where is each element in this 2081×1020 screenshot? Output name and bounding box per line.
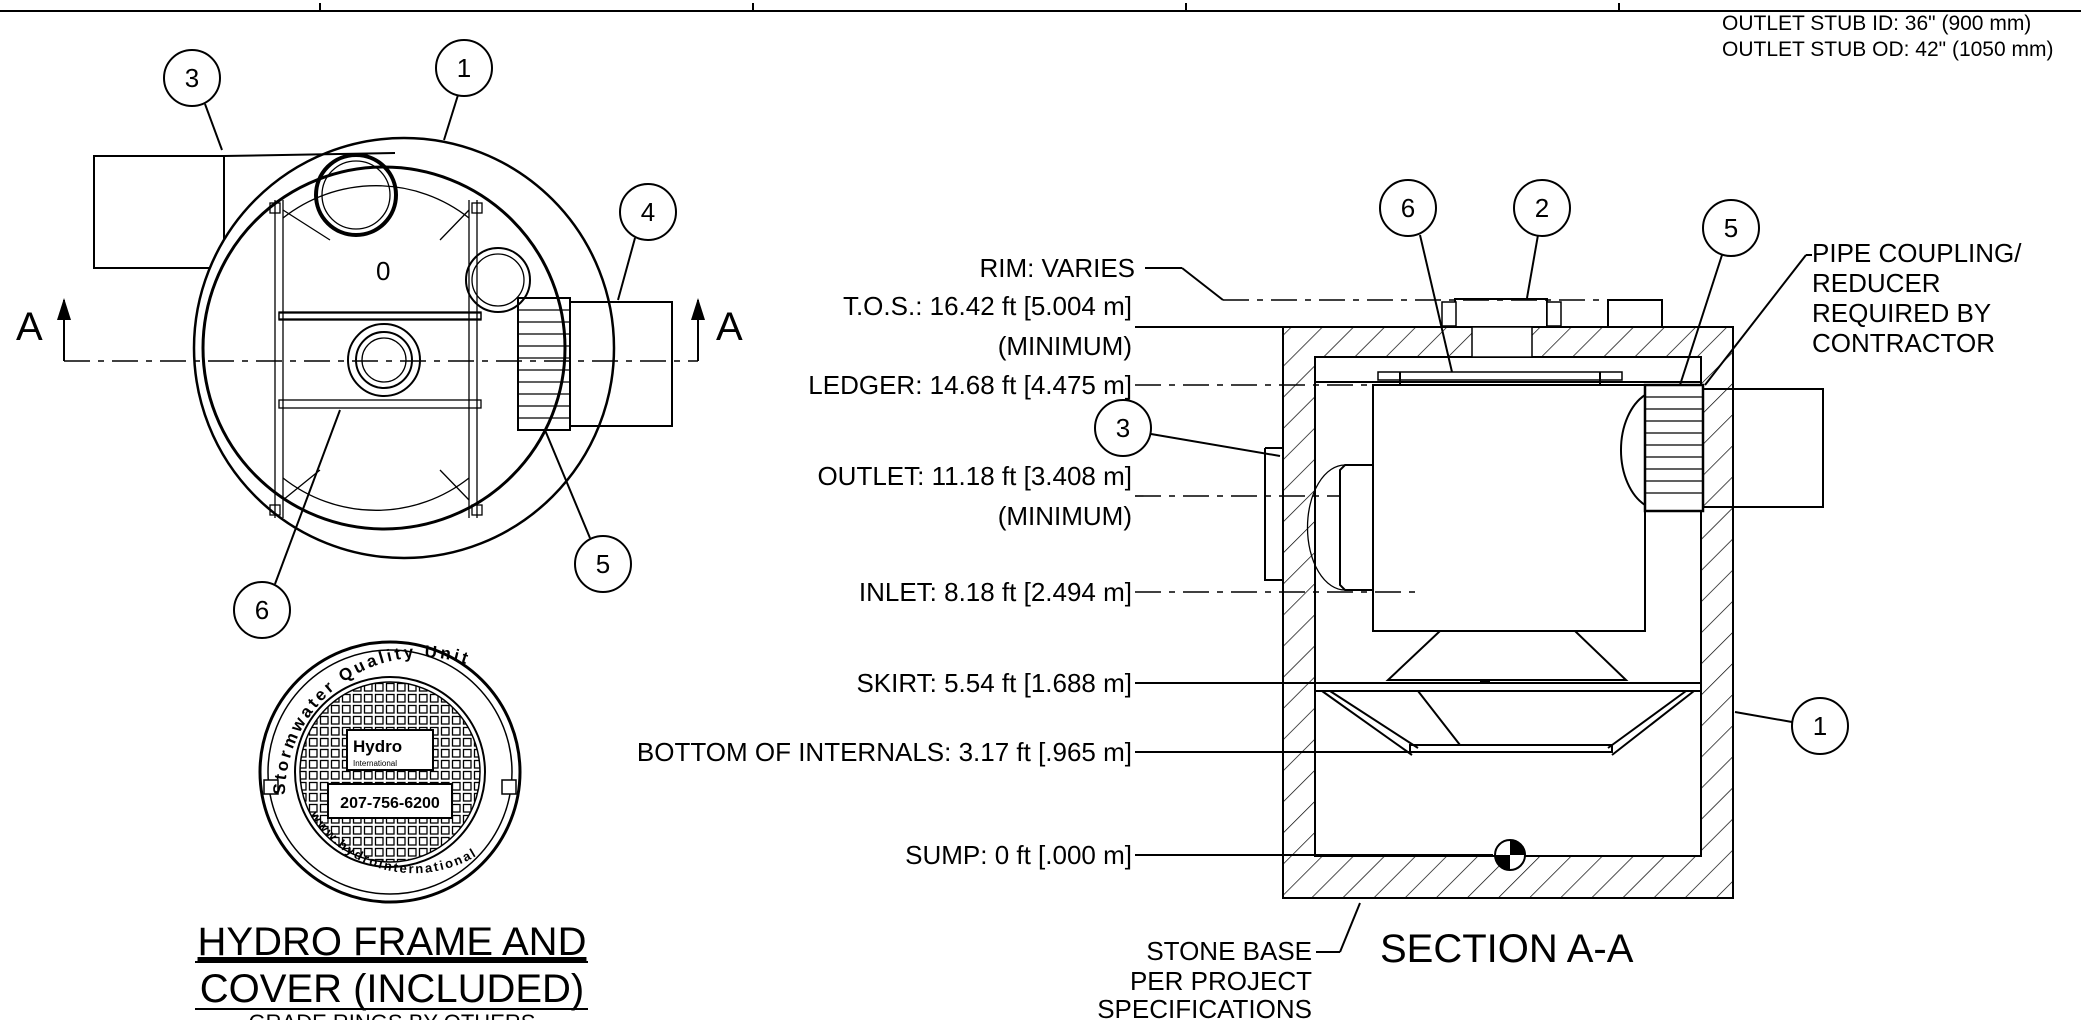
cover-brand-sub: International: [353, 759, 397, 768]
svg-text:3: 3: [1116, 413, 1130, 443]
section-outlet-stub: [1732, 388, 1824, 508]
stone-base-note: STONE BASE PER PROJECT SPECIFICATIONS: [1097, 902, 1361, 1020]
elev-outlet-min: (MINIMUM): [998, 501, 1132, 531]
section-balloon-1: 1: [1734, 697, 1849, 755]
svg-text:6: 6: [255, 595, 269, 625]
svg-text:REDUCER: REDUCER: [1812, 268, 1941, 298]
plan-balloon-4: 4: [617, 183, 677, 301]
plan-outlet-stub: [569, 301, 673, 427]
plan-outer-wall: [192, 136, 616, 560]
section-title: SECTION A-A: [1380, 927, 1634, 971]
plan-inlet-opening: [314, 153, 398, 237]
svg-text:1: 1: [457, 53, 471, 83]
section-view: [1135, 267, 1824, 899]
pipe-coupling-note: PIPE COUPLING/ REDUCER REQUIRED BY CONTR…: [1704, 238, 2022, 386]
section-internals-body: [1372, 384, 1646, 632]
elev-ledger: LEDGER: 14.68 ft [4.475 m]: [808, 370, 1132, 400]
svg-text:PIPE COUPLING/: PIPE COUPLING/: [1812, 238, 2022, 268]
elev-tos: T.O.S.: 16.42 ft [5.004 m]: [843, 291, 1132, 321]
cover-brand: Hydro: [353, 737, 402, 756]
plan-inlet-stub: [93, 155, 225, 269]
svg-text:STONE BASE: STONE BASE: [1146, 936, 1312, 966]
svg-text:5: 5: [1724, 213, 1738, 243]
section-marker-left: A: [16, 305, 43, 349]
section-frame: [1454, 298, 1548, 328]
elev-bottom-internals: BOTTOM OF INTERNALS: 3.17 ft [.965 m]: [637, 737, 1132, 767]
cover-subtitle: GRADE RINGS BY OTHERS: [249, 1010, 536, 1020]
elev-inlet: INLET: 8.18 ft [2.494 m]: [859, 577, 1132, 607]
svg-text:3: 3: [185, 63, 199, 93]
svg-text:4: 4: [641, 197, 655, 227]
elev-outlet: OUTLET: 11.18 ft [3.408 m]: [817, 461, 1132, 491]
title-border: [0, 3, 2081, 12]
elev-sump: SUMP: 0 ft [.000 m]: [905, 840, 1132, 870]
svg-text:CONTRACTOR: CONTRACTOR: [1812, 328, 1995, 358]
outlet-stub-od-note: OUTLET STUB OD: 42" (1050 mm): [1722, 38, 2053, 61]
svg-text:PER PROJECT: PER PROJECT: [1130, 966, 1312, 996]
plan-balloon-1: 1: [435, 39, 493, 141]
section-balloon-3: 3: [1094, 399, 1281, 457]
section-inlet-stub: [1264, 447, 1283, 581]
plan-center-mark: 0: [376, 256, 390, 286]
svg-text:2: 2: [1535, 193, 1549, 223]
svg-text:REQUIRED BY: REQUIRED BY: [1812, 298, 1991, 328]
elev-rim: RIM: VARIES: [979, 253, 1135, 283]
plan-outlet-opening: [465, 247, 531, 313]
section-balloon-2: 2: [1513, 179, 1571, 299]
svg-text:1: 1: [1813, 711, 1827, 741]
plan-center-riser: [347, 323, 421, 397]
plan-balloon-5: 5: [544, 429, 632, 593]
plan-balloon-3: 3: [163, 49, 223, 151]
section-balloon-5: 5: [1679, 199, 1760, 386]
svg-text:SPECIFICATIONS: SPECIFICATIONS: [1097, 994, 1312, 1020]
plan-view: 0 A A 3 1 4 5 6: [16, 39, 743, 639]
elev-skirt: SKIRT: 5.54 ft [1.688 m]: [856, 668, 1132, 698]
cover-title-line2: COVER (INCLUDED): [200, 967, 584, 1011]
cover-phone-box: [327, 783, 453, 819]
svg-text:6: 6: [1401, 193, 1415, 223]
section-pipe-coupling: [1619, 383, 1705, 513]
elev-tos-min: (MINIMUM): [998, 331, 1132, 361]
cover-phone: 207-756-6200: [340, 795, 440, 812]
cover-title-line1: HYDRO FRAME AND: [198, 920, 587, 964]
cover-brand-box: [346, 729, 434, 771]
outlet-stub-id-note: OUTLET STUB ID: 36" (900 mm): [1722, 12, 2031, 35]
plan-internals-frame: [269, 185, 483, 518]
plan-balloon-6: 6: [233, 409, 341, 639]
section-skirt-cone: [1385, 630, 1629, 681]
svg-text:5: 5: [596, 549, 610, 579]
section-marker-right: A: [716, 305, 743, 349]
section-balloon-6: 6: [1379, 179, 1453, 373]
